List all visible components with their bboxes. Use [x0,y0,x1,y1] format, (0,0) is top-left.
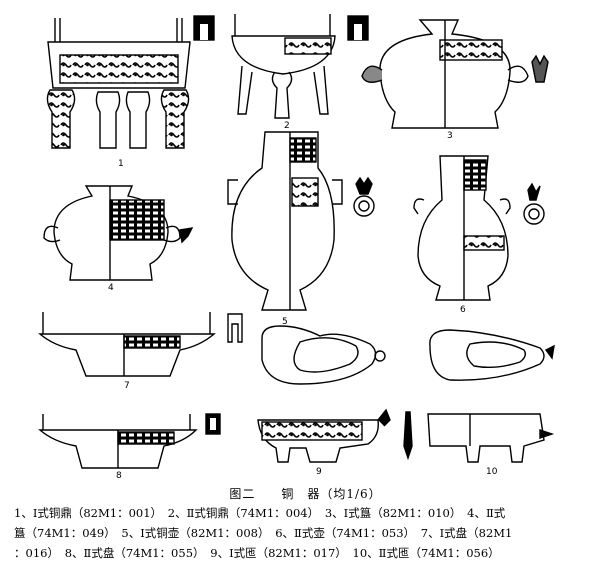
vessel-1-ding [46,15,215,149]
vessel-number-7: 7 [124,381,130,391]
vessel-number-6: 6 [460,305,466,315]
vessel-numbers: 1 2 3 4 5 6 7 8 9 10 [108,121,498,480]
vessel-2-ding [231,14,369,119]
vessel-number-9: 9 [316,467,322,477]
vessel-7-pan [38,312,243,377]
vessel-10-yi [427,329,555,463]
vessel-number-2: 2 [284,121,290,131]
vessel-8-pan [38,413,221,469]
vessel-number-1: 1 [118,159,124,169]
bronze-vessels-plate: 1 2 3 4 5 6 7 8 9 10 [38,14,555,480]
vessel-number-4: 4 [108,283,114,293]
figure-title: 图二 铜 器（均1/6） [229,487,382,501]
caption-line-3: ：016） 8、Ⅱ式盘（74M1：055） 9、Ⅰ式匜（82M1：017） 10… [14,546,500,560]
vessel-number-10: 10 [486,467,498,477]
vessel-6-hu [413,155,545,301]
vessel-number-3: 3 [447,131,453,141]
vessel-number-8: 8 [116,471,122,480]
vessel-3-gui [361,19,549,129]
caption-line-1: 1、Ⅰ式铜鼎（82M1：001） 2、Ⅱ式铜鼎（74M1：004） 3、Ⅰ式簋（… [14,506,506,520]
vessel-number-5: 5 [282,317,288,327]
vessel-9-yi [257,325,413,463]
vessel-5-hu [227,131,375,311]
caption-line-2: 簋（74M1：049） 5、Ⅰ式铜壶（82M1：008） 6、Ⅱ式壶（74M1：… [14,526,513,540]
vessel-4-gui [43,185,194,281]
